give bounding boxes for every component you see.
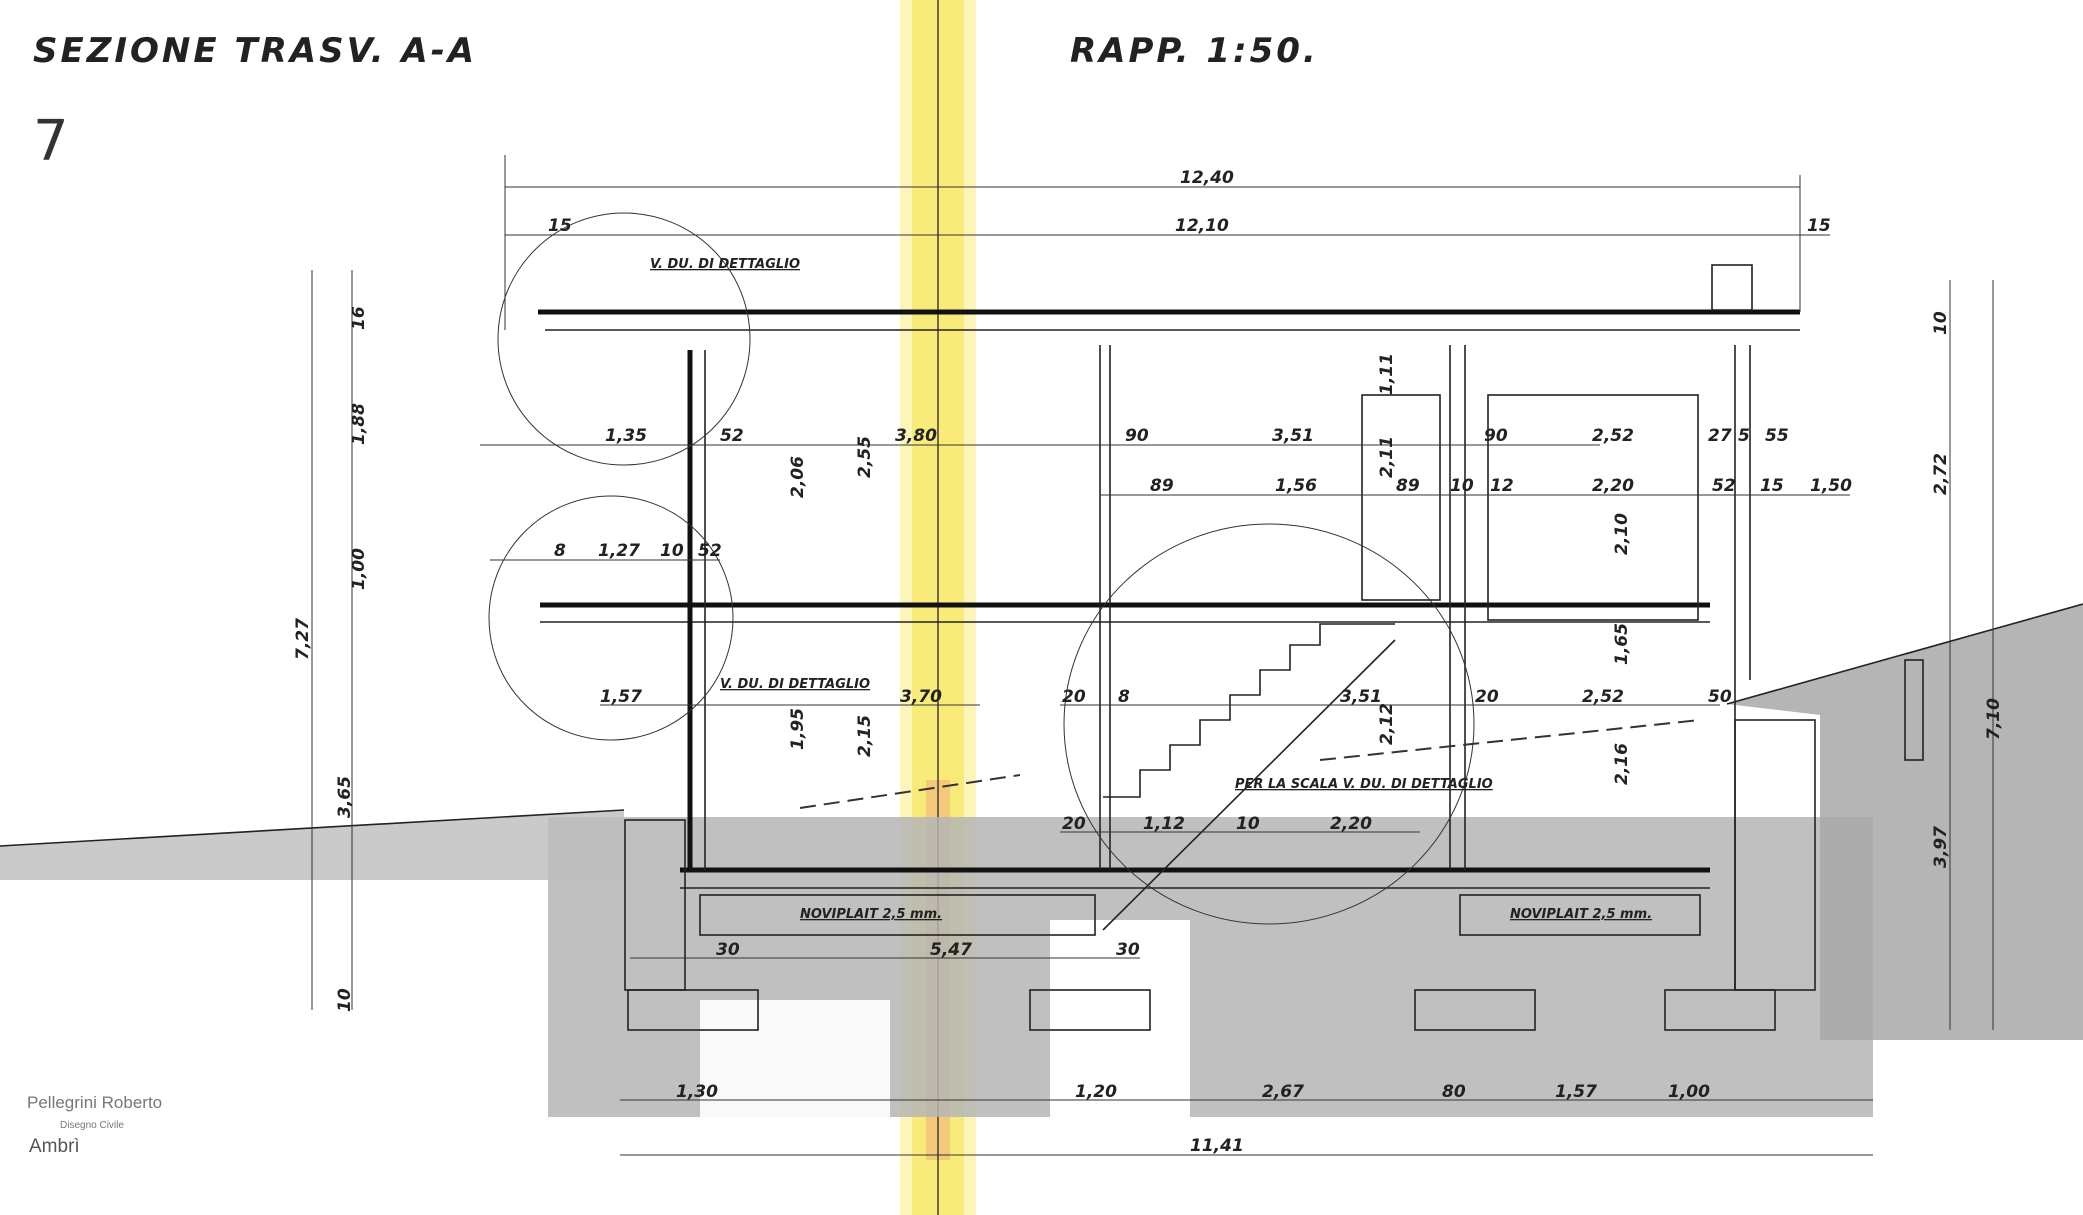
- dim-label: 20: [1062, 687, 1086, 707]
- ground-fill: [0, 604, 2083, 1120]
- dim-label: 3,51: [1272, 426, 1314, 446]
- dim-label: 2,12: [1377, 703, 1397, 745]
- dim-label: 8: [1118, 687, 1130, 707]
- dim-label: 8: [554, 541, 566, 561]
- dim-label: 20: [1062, 814, 1086, 834]
- dimension-labels: 12,40 12,10 15 15 1,35 52 3,80 90 3,51 9…: [293, 168, 2004, 1156]
- dim-label: 12,10: [1175, 216, 1229, 236]
- detail-circle-floor: [488, 495, 734, 741]
- dim-label: 3,97: [1931, 826, 1951, 868]
- dim-label: 1,57: [600, 687, 642, 707]
- note-stair-detail: PER LA SCALA V. DU. DI DETTAGLIO: [1235, 777, 1493, 792]
- dim-label: 1,11: [1377, 353, 1397, 395]
- building-section: [538, 264, 1924, 1031]
- dim-label: 27: [1708, 426, 1732, 446]
- dim-label: 2,20: [1592, 476, 1634, 496]
- dim-label: 89: [1396, 476, 1420, 496]
- dim-label: 10: [335, 988, 355, 1012]
- dim-label: 2,55: [855, 436, 875, 478]
- dim-label: 55: [1765, 426, 1789, 446]
- dim-label: 10: [1236, 814, 1260, 834]
- dim-label: 15: [1760, 476, 1784, 496]
- dim-label: 1,95: [788, 708, 808, 750]
- dim-label: 2,11: [1377, 436, 1397, 478]
- dim-label: 2,16: [1612, 743, 1632, 785]
- dim-label: 10: [1450, 476, 1474, 496]
- detail-circle-roof: [497, 212, 751, 466]
- dim-label: 30: [1116, 940, 1140, 960]
- dim-label: 1,27: [598, 541, 640, 561]
- drawing-scale: RAPP. 1:50.: [1070, 31, 1319, 71]
- stamp-line-3: Ambrì: [29, 1136, 80, 1157]
- dim-label: 2,52: [1592, 426, 1634, 446]
- dim-label: 2,10: [1612, 513, 1632, 555]
- dim-label: 52: [1712, 476, 1736, 496]
- dim-label: 2,67: [1262, 1082, 1304, 1102]
- dim-label: 16: [349, 306, 369, 330]
- dim-label: 7,10: [1984, 698, 2004, 740]
- dim-label: 1,12: [1143, 814, 1185, 834]
- dim-label: 3,65: [335, 776, 355, 818]
- dim-label: 10: [660, 541, 684, 561]
- dim-label: 52: [720, 426, 744, 446]
- detail-circle-stair: [1063, 523, 1475, 925]
- dim-label: 2,06: [788, 456, 808, 498]
- note-noviplait-left: NOVIPLAIT 2,5 mm.: [800, 907, 942, 922]
- dim-label: 10: [1931, 311, 1951, 335]
- dim-label: 89: [1150, 476, 1174, 496]
- dim-label: 12: [1490, 476, 1514, 496]
- drawing-title: SEZIONE TRASV. A-A: [33, 31, 477, 71]
- sheet-number: 7: [33, 109, 69, 174]
- note-detail-floor: V. DU. DI DETTAGLIO: [720, 677, 870, 692]
- dim-label: 1,50: [1810, 476, 1852, 496]
- dim-label: 15: [1807, 216, 1831, 236]
- dim-label: 90: [1484, 426, 1508, 446]
- dim-label: 30: [716, 940, 740, 960]
- dim-label: 2,52: [1582, 687, 1624, 707]
- dim-label: 15: [548, 216, 572, 236]
- dim-label: 2,15: [855, 715, 875, 757]
- dim-label: 90: [1125, 426, 1149, 446]
- dim-label: 1,57: [1555, 1082, 1597, 1102]
- dim-label: 1,35: [605, 426, 647, 446]
- dim-label: 1,56: [1275, 476, 1317, 496]
- stamp-line-2: Disegno Civile: [60, 1120, 124, 1131]
- dim-label: 3,70: [900, 687, 942, 707]
- dim-label: 1,65: [1612, 623, 1632, 665]
- dim-label: 11,41: [1190, 1136, 1244, 1156]
- note-noviplait-right: NOVIPLAIT 2,5 mm.: [1510, 907, 1652, 922]
- dim-label: 3,80: [895, 426, 937, 446]
- dim-label: 3,51: [1340, 687, 1382, 707]
- terrain-right: [1726, 603, 2083, 705]
- dim-label: 1,30: [676, 1082, 718, 1102]
- dim-label: 1,20: [1075, 1082, 1117, 1102]
- dim-label: 5: [1738, 426, 1750, 446]
- dim-label: 2,20: [1330, 814, 1372, 834]
- dim-label: 7,27: [293, 618, 313, 660]
- dimension-lines: [311, 155, 1994, 1156]
- dim-label: 1,00: [349, 548, 369, 590]
- designer-stamp: Pellegrini Roberto Disegno Civile Ambrì: [27, 1093, 162, 1157]
- dim-label: 12,40: [1180, 168, 1234, 188]
- dim-label: 80: [1442, 1082, 1466, 1102]
- dim-label: 5,47: [930, 940, 972, 960]
- note-detail-roof: V. DU. DI DETTAGLIO: [650, 257, 800, 272]
- dim-label: 1,00: [1668, 1082, 1710, 1102]
- dim-label: 52: [698, 541, 722, 561]
- dim-label: 20: [1475, 687, 1499, 707]
- stamp-line-1: Pellegrini Roberto: [27, 1093, 162, 1112]
- dim-label: 2,72: [1931, 453, 1951, 495]
- dim-label: 1,88: [349, 403, 369, 445]
- dim-label: 50: [1708, 687, 1732, 707]
